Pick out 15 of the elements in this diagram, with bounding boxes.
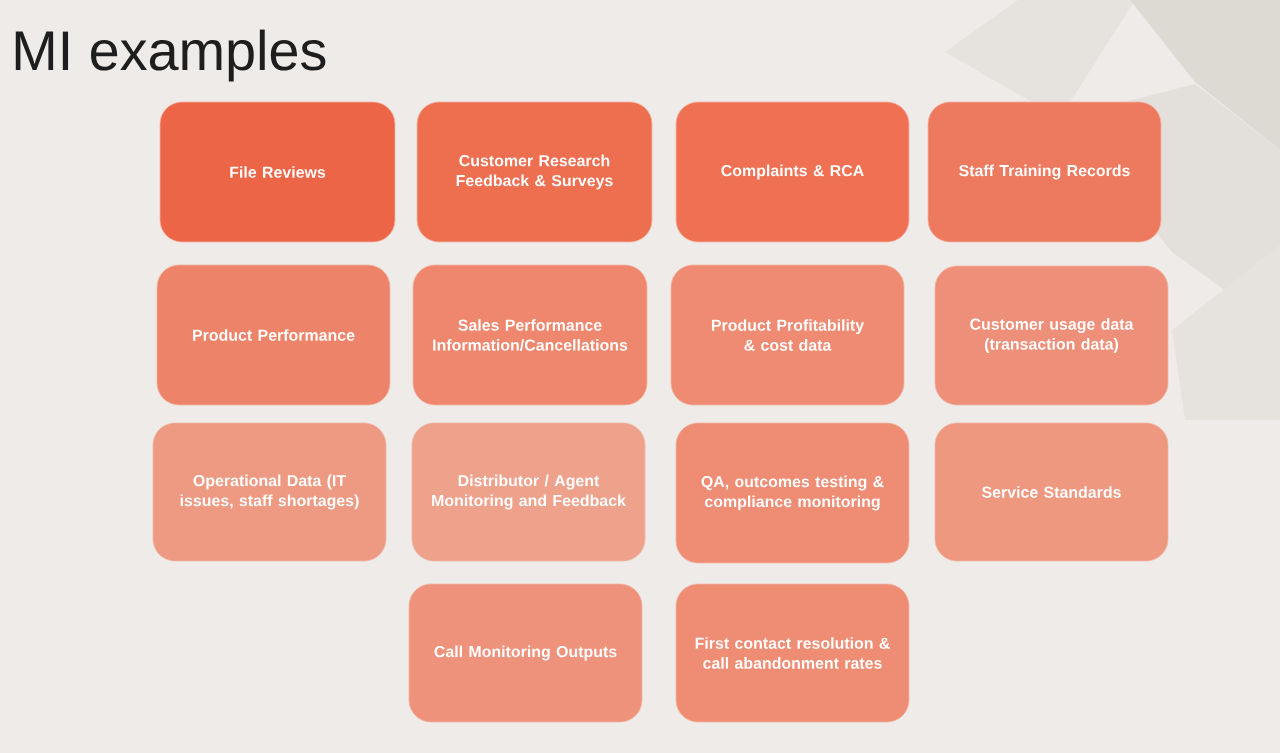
rounded-box: Customer usage data (transaction data) <box>934 265 1169 406</box>
rounded-box: Staff Training Records <box>927 101 1162 243</box>
rounded-box: Sales Performance Information/Cancellations <box>412 264 648 406</box>
rounded-box: Product Performance <box>156 264 391 406</box>
rounded-box: Call Monitoring Outputs <box>408 583 643 723</box>
rounded-box: Distributor / Agent Monitoring and Feedback <box>411 422 646 562</box>
rounded-box: Product Profitability & cost data <box>670 264 905 406</box>
rounded-box: Customer Research Feedback & Surveys <box>416 101 653 243</box>
rounded-box: QA, outcomes testing & compliance monitoring <box>675 422 910 564</box>
title: MI examples <box>15 29 326 82</box>
rounded-box: Service Standards <box>934 422 1169 562</box>
rounded-box: Operational Data (IT issues, staff shortages) <box>152 422 387 562</box>
rounded-box: Complaints & RCA <box>675 101 910 243</box>
rounded-box: First contact resolution & call abandonment rates <box>675 583 910 723</box>
rounded-box: File Reviews <box>159 101 396 243</box>
